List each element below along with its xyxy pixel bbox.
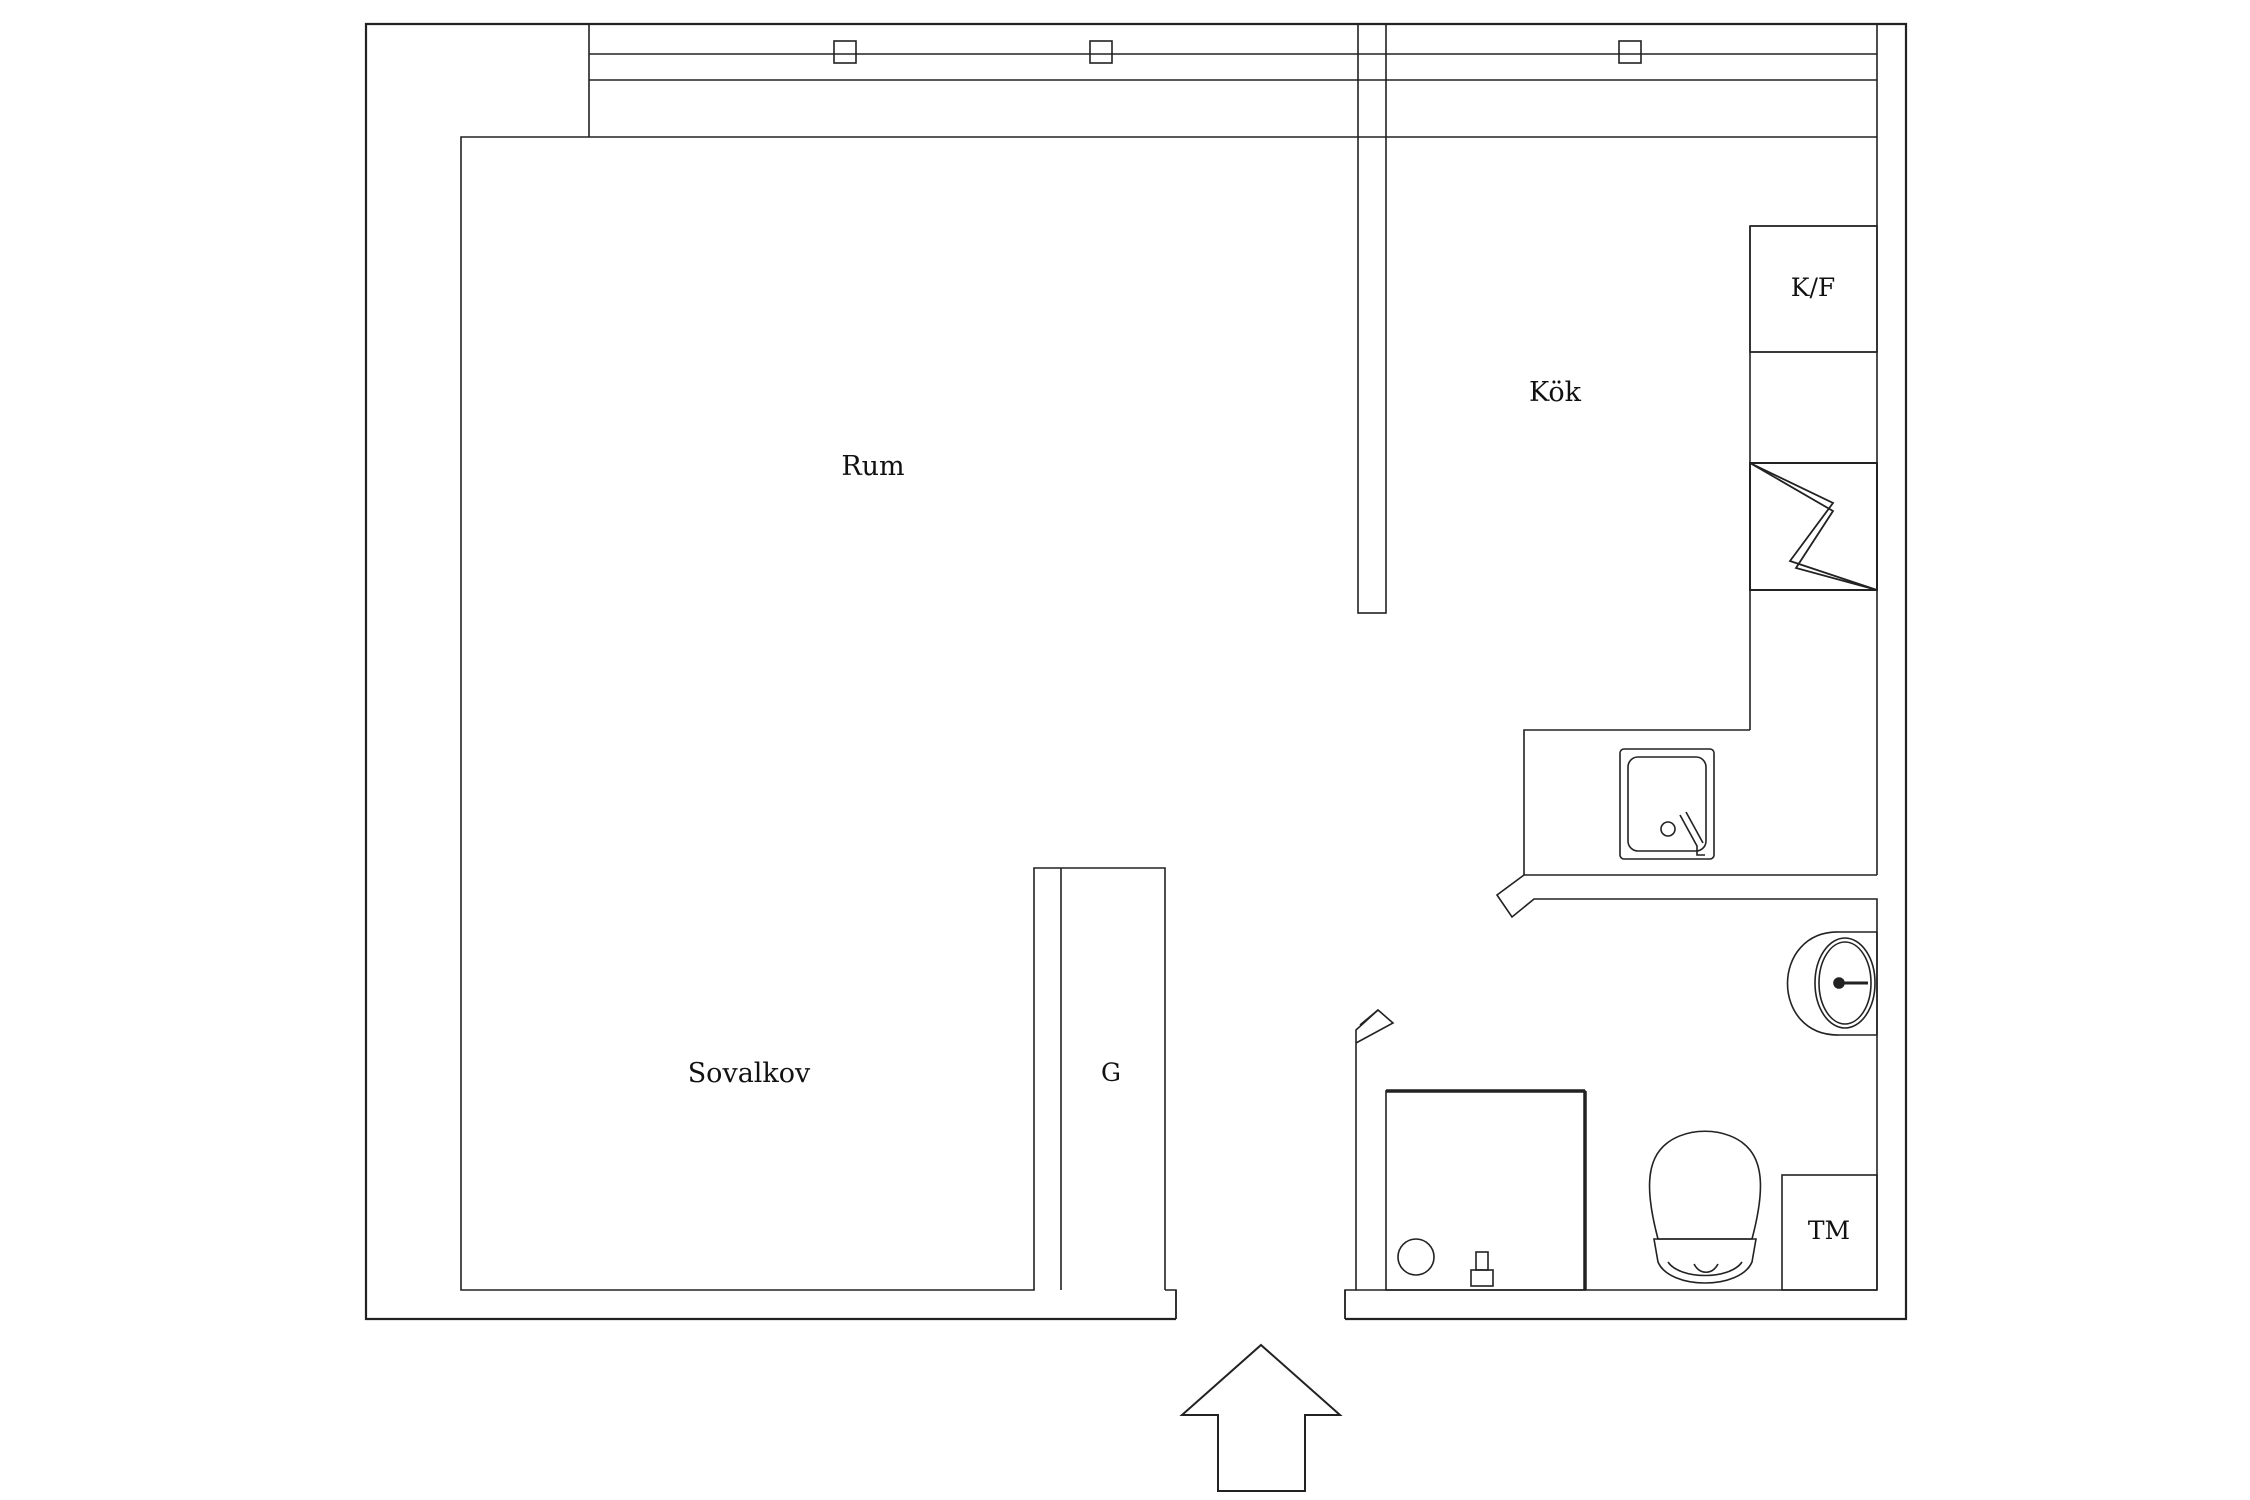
room-label-rum: Rum xyxy=(841,451,904,482)
fixture-label-tm: TM xyxy=(1808,1216,1850,1245)
washbasin-icon xyxy=(1786,931,1878,1036)
fixture-label-g: G xyxy=(1101,1058,1121,1087)
partition-wall xyxy=(1357,23,1387,614)
outer-walls xyxy=(364,22,1908,1321)
kitchen-sink-icon xyxy=(1619,748,1715,860)
shower-icon xyxy=(1385,1089,1587,1291)
entrance-opening xyxy=(1175,1290,1346,1319)
window-strip xyxy=(588,24,1878,137)
entrance-arrow-icon xyxy=(1179,1343,1343,1492)
stove-icon xyxy=(1749,462,1878,591)
wardrobe-partition xyxy=(1033,867,1177,1319)
window-post xyxy=(833,40,857,64)
fixture-label-kf: K/F xyxy=(1791,273,1835,302)
fridge-freezer xyxy=(1749,225,1878,353)
room-label-kok: Kök xyxy=(1529,377,1582,408)
bathroom-walls xyxy=(1344,874,1878,1319)
toilet-icon xyxy=(1648,1130,1762,1284)
room-label-sovalkov: Sovalkov xyxy=(688,1058,811,1089)
window-post xyxy=(1618,40,1642,64)
washing-machine xyxy=(1781,1174,1878,1291)
window-post xyxy=(1089,40,1113,64)
